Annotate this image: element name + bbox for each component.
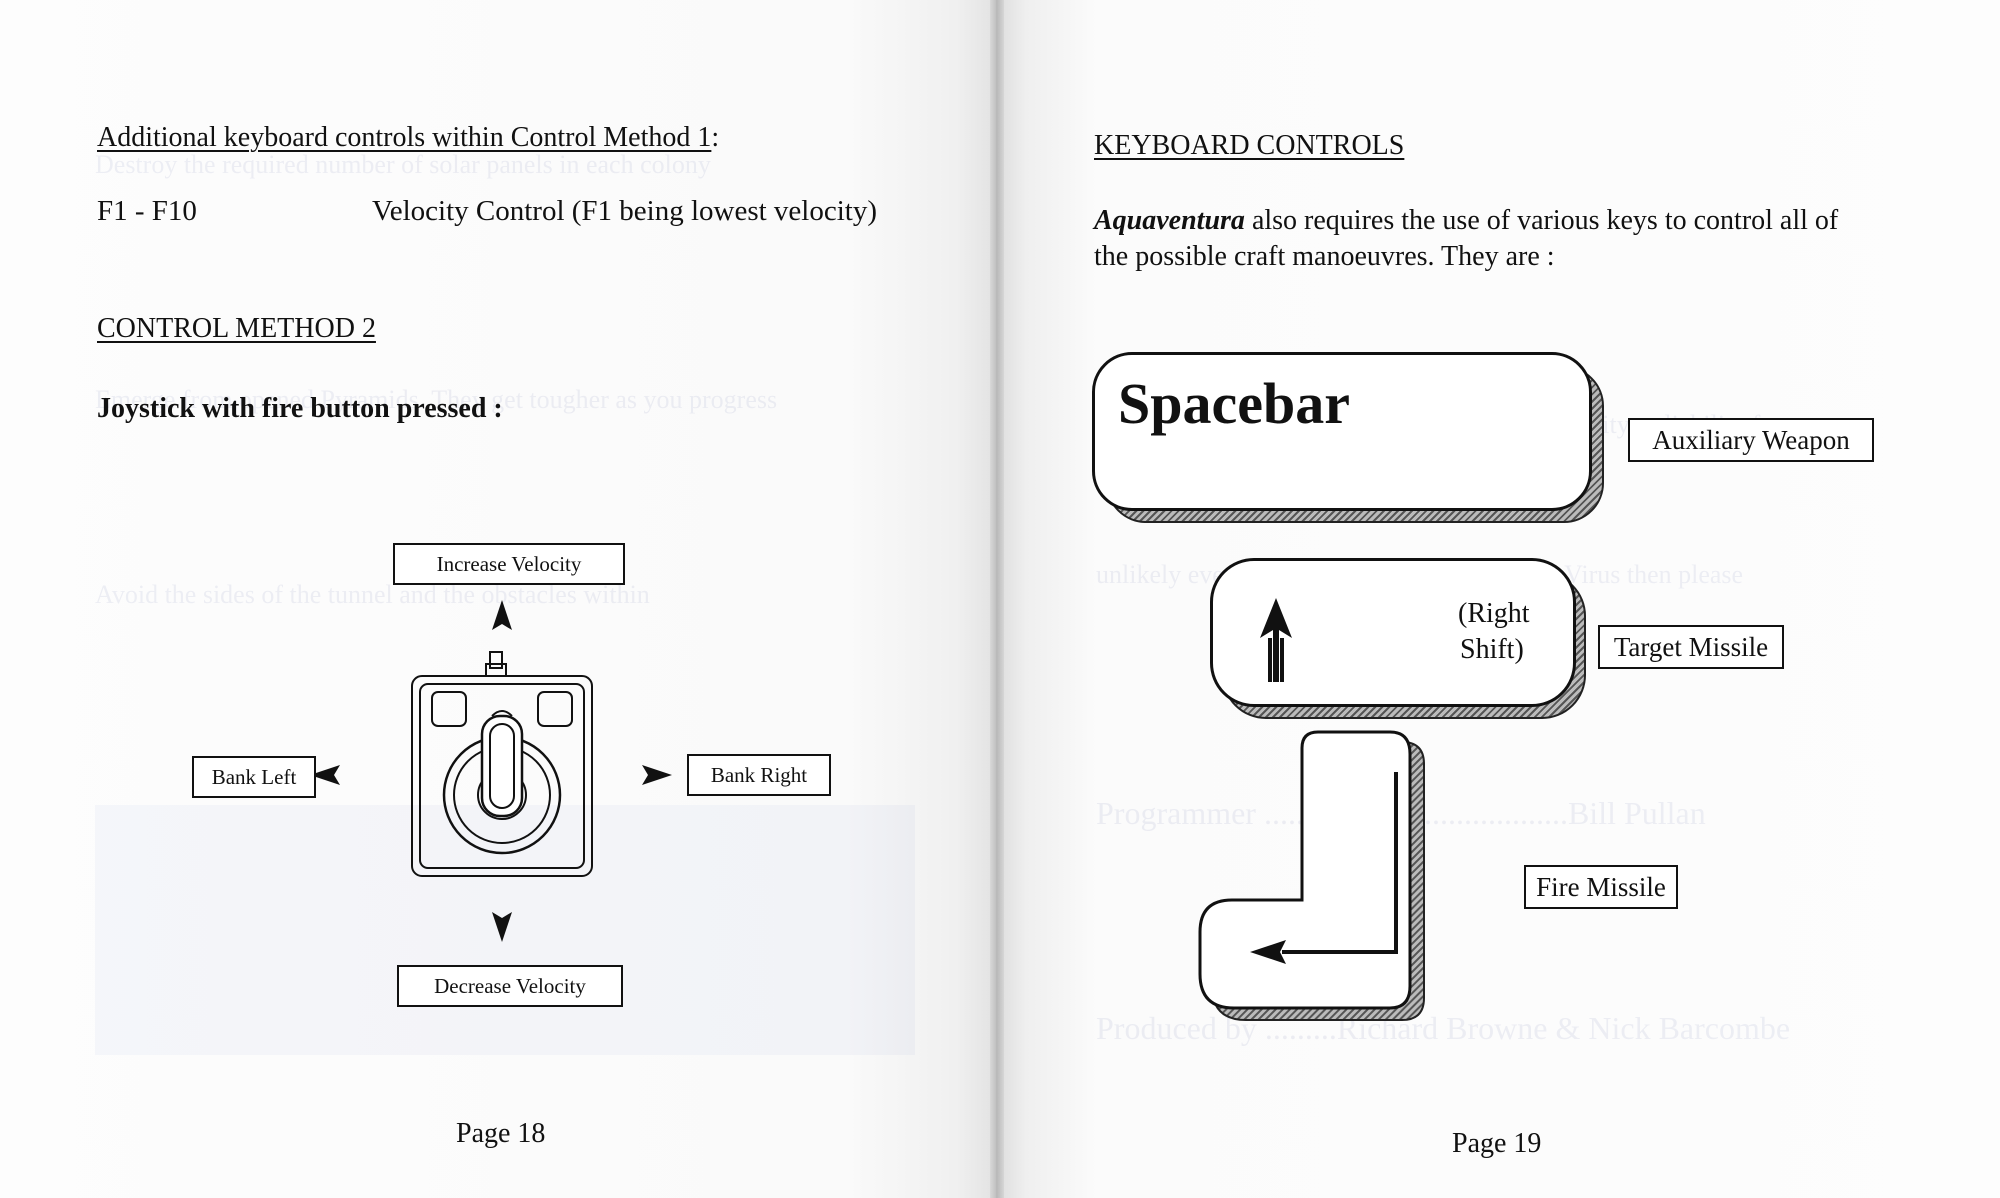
f-keys-label: F1 - F10: [97, 195, 197, 227]
joystick-diagram: [310, 600, 672, 942]
intro-line-1: Aquaventura also requires the use of var…: [1094, 205, 1839, 236]
keyboard-controls-heading: Additional keyboard controls within Cont…: [97, 122, 720, 153]
arrow-up-icon: [492, 600, 512, 630]
page-number-19: Page 19: [1452, 1128, 1542, 1159]
arrow-right-icon: [642, 765, 672, 785]
joystick-handle: [480, 714, 524, 818]
right-shift-label-line2: Shift): [1460, 634, 1524, 665]
game-title: Aquaventura: [1094, 205, 1245, 236]
return-key: [1198, 730, 1425, 1021]
show-through-text: Produced by .........Richard Browne & Ni…: [1096, 1010, 1791, 1046]
left-page: Destroy the required number of solar pan…: [0, 0, 996, 1198]
show-through-text: Destroy the required number of solar pan…: [95, 150, 711, 179]
arrow-down-icon: [492, 912, 512, 942]
intro-line-2: the possible craft manoeuvres. They are …: [1094, 241, 1555, 272]
bank-left-label: Bank Left: [192, 756, 316, 798]
spacebar-key: [1092, 352, 1592, 511]
control-method-2-title: CONTROL METHOD 2: [97, 313, 376, 344]
joystick-base: [411, 675, 593, 877]
right-shift-label-line1: (Right: [1458, 598, 1530, 629]
fire-button-left: [431, 691, 467, 727]
shift-arrow-icon: [1260, 598, 1292, 682]
target-missile-label: Target Missile: [1598, 625, 1784, 669]
show-through-text: Emerge from opened Pyramids. They get to…: [95, 385, 778, 414]
spacebar-label: Spacebar: [1118, 371, 1350, 436]
keyboard-controls-title: KEYBOARD CONTROLS: [1094, 130, 1405, 161]
decrease-velocity-label: Decrease Velocity: [397, 965, 623, 1007]
auxiliary-weapon-label: Auxiliary Weapon: [1628, 418, 1874, 462]
right-page: Psygnosis Ltd will in no way assume resp…: [996, 0, 2000, 1198]
velocity-control-description: Velocity Control (F1 being lowest veloci…: [372, 195, 878, 227]
page-number-18: Page 18: [456, 1118, 546, 1149]
arrow-left-icon: [310, 765, 340, 785]
fire-missile-label: Fire Missile: [1524, 865, 1678, 909]
return-arrow-icon: [1282, 772, 1398, 954]
bank-right-label: Bank Right: [687, 754, 831, 796]
book-gutter: [990, 0, 1004, 1198]
joystick-cable: [489, 651, 503, 669]
right-shift-key: [1210, 558, 1576, 707]
increase-velocity-label: Increase Velocity: [393, 543, 625, 585]
joystick-heading: Joystick with fire button pressed :: [97, 393, 503, 424]
fire-button-right: [537, 691, 573, 727]
